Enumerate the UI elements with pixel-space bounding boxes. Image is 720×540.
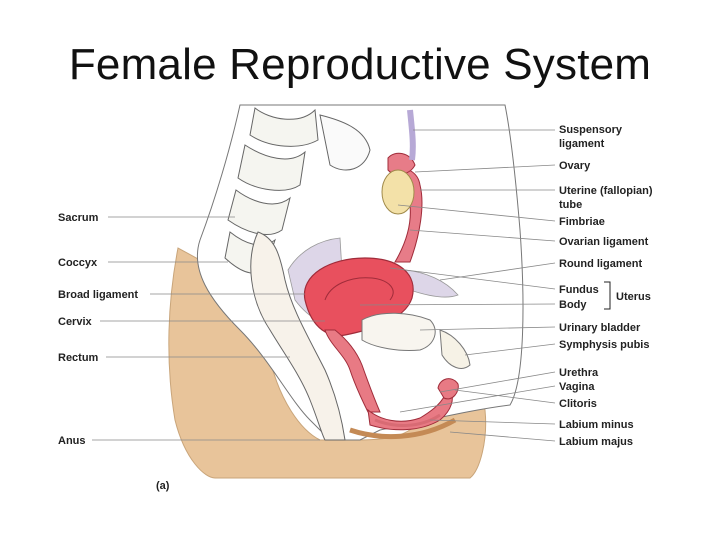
leader-lines-left: [92, 216, 325, 441]
clitoris-shape: [437, 378, 459, 400]
label-symphysis-pubis: Symphysis pubis: [559, 339, 649, 351]
labels-left: Sacrum Coccyx Broad ligament Cervix Rect…: [58, 212, 138, 447]
label-uterine-tube-2: tube: [559, 199, 582, 211]
label-suspensory-ligament-1: Suspensory: [559, 124, 623, 136]
label-ovary: Ovary: [559, 160, 591, 172]
label-urethra: Urethra: [559, 367, 599, 379]
label-urinary-bladder: Urinary bladder: [559, 322, 641, 334]
label-sacrum: Sacrum: [58, 212, 99, 224]
label-labium-minus: Labium minus: [559, 419, 634, 431]
slide-title: Female Reproductive System: [68, 40, 652, 89]
round-ligament-shape: [404, 269, 459, 298]
label-labium-majus: Labium majus: [559, 436, 633, 448]
sacrum-vertebrae: [224, 107, 371, 274]
label-vagina: Vagina: [559, 381, 595, 393]
symphysis-pubis-shape: [439, 329, 471, 369]
label-fundus: Fundus: [559, 284, 599, 296]
label-suspensory-ligament-2: ligament: [559, 138, 605, 150]
uterus-bracket: [604, 281, 611, 310]
label-uterus: Uterus: [616, 291, 651, 303]
label-broad-ligament: Broad ligament: [58, 289, 138, 301]
label-cervix: Cervix: [58, 316, 93, 328]
urinary-bladder-shape: [361, 312, 436, 351]
rectum: [250, 231, 346, 441]
figure-tag: (a): [156, 480, 170, 492]
leader-lines-right: [359, 129, 556, 442]
label-fimbriae: Fimbriae: [559, 216, 605, 228]
label-body: Body: [559, 299, 587, 311]
label-rectum: Rectum: [58, 352, 99, 364]
labium-minus-shape: [374, 413, 441, 427]
label-clitoris: Clitoris: [559, 398, 597, 410]
label-round-ligament: Round ligament: [559, 258, 642, 270]
label-anus: Anus: [58, 435, 86, 447]
label-uterine-tube-1: Uterine (fallopian): [559, 185, 653, 197]
ovary-shape: [381, 169, 415, 215]
label-ovarian-ligament: Ovarian ligament: [559, 236, 649, 248]
labels-right: Suspensory ligament Ovary Uterine (fallo…: [559, 124, 653, 448]
label-coccyx: Coccyx: [58, 257, 98, 269]
labium-majus-shape: [349, 417, 457, 439]
suspensory-ligament-shape: [407, 109, 416, 161]
